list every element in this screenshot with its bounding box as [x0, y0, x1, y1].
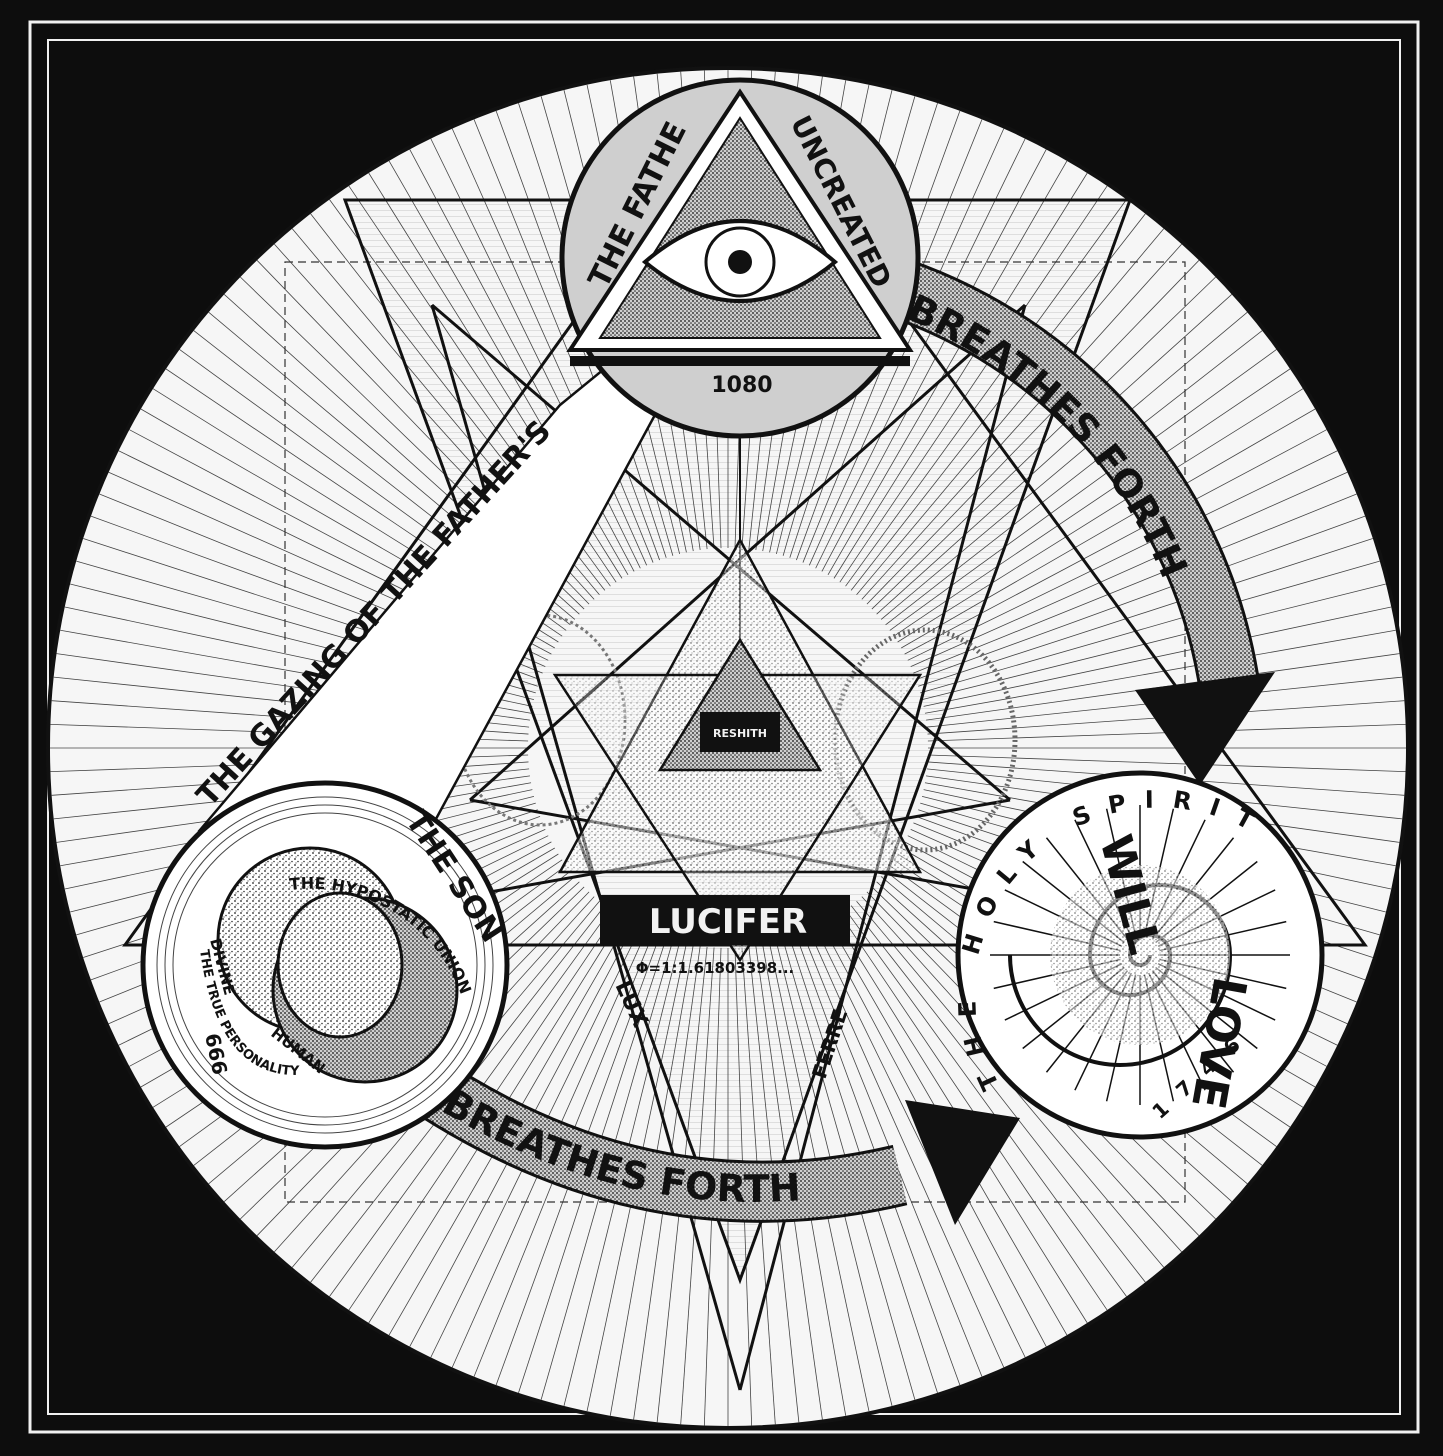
phi-label: Φ=1:1.61803398... — [636, 959, 794, 977]
father-number: 1080 — [711, 373, 772, 398]
lucifer-title: LUCIFER — [649, 902, 807, 942]
reshith-label: RESHITH — [713, 727, 767, 740]
reshith-box: RESHITH — [700, 712, 780, 752]
